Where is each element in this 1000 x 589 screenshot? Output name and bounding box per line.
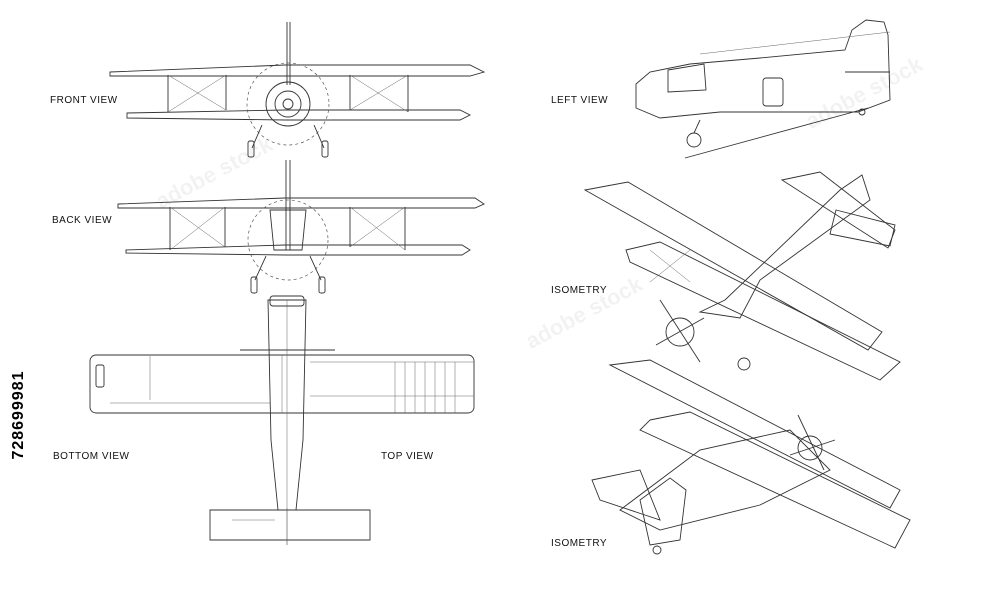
stock-id-text: 728699981 bbox=[10, 370, 27, 460]
isometry-2-drawing bbox=[591, 359, 911, 555]
isometry-2-label: ISOMETRY bbox=[551, 538, 608, 549]
isometry-1-drawing bbox=[583, 171, 901, 381]
stock-id-label: 728699981 bbox=[4, 350, 34, 480]
top-bottom-view-drawing bbox=[89, 295, 475, 545]
left-view-label: LEFT VIEW bbox=[551, 95, 609, 106]
stock-id-sidebar: 728699981 bbox=[0, 0, 38, 589]
top-view-label: TOP VIEW bbox=[381, 451, 434, 462]
bottom-view-label: BOTTOM VIEW bbox=[53, 451, 130, 462]
back-view-drawing bbox=[117, 160, 485, 294]
isometry-1-label: ISOMETRY bbox=[551, 285, 608, 296]
front-view-drawing bbox=[109, 22, 486, 158]
back-view-label: BACK VIEW bbox=[52, 215, 113, 226]
left-view-drawing bbox=[635, 19, 891, 159]
front-view-label: FRONT VIEW bbox=[50, 95, 118, 106]
